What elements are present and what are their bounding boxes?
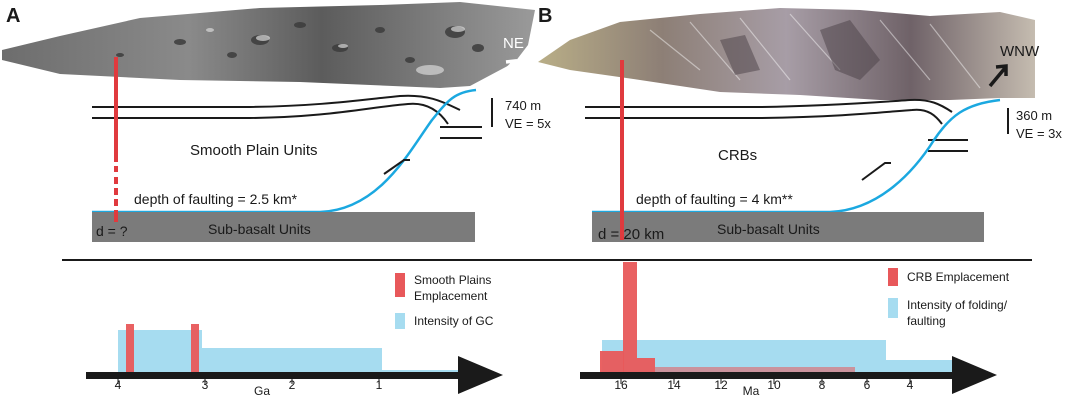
- timeline-a-intensity-bar: [196, 348, 382, 376]
- timeline-b-axis-arrowhead-icon: [952, 356, 997, 394]
- timeline-b-tick-label: 4: [907, 378, 914, 392]
- panel-a-unit-label: Smooth Plain Units: [190, 142, 318, 159]
- panel-b-letter: B: [538, 5, 552, 27]
- timeline-b-tick-label: 6: [864, 378, 871, 392]
- legend-b-intensity-swatch: [888, 298, 898, 318]
- timeline-b-emplacement-bar: [637, 358, 655, 376]
- panel-a-depth-text: depth of faulting = 2.5 km*: [134, 191, 298, 207]
- panel-a-base-unit: [92, 212, 475, 242]
- timeline-a-axis-arrowhead-icon: [458, 356, 503, 394]
- panel-a-direction-arrow-icon: [494, 59, 517, 82]
- legend-b-intensity-line2: faulting: [907, 314, 946, 328]
- timeline-b-unit-label: Ma: [743, 384, 760, 398]
- legend-b-emplacement-label: CRB Emplacement: [907, 270, 1010, 284]
- timeline-b-emplacement-bar: [623, 262, 637, 376]
- legend-b-intensity-line1: Intensity of folding/: [907, 298, 1008, 312]
- timeline-b-tick-label: 16: [614, 378, 628, 392]
- timeline-a-axis: [86, 372, 466, 379]
- timeline-a-tick-label: 2: [289, 378, 296, 392]
- panel-b-d-label: d = 20 km: [598, 226, 664, 243]
- panel-a-surface-image: [2, 2, 535, 88]
- panel-a: A NE: [2, 2, 551, 242]
- timeline-a-tick-label: 3: [202, 378, 209, 392]
- timeline-b-emplacement-bar: [655, 367, 855, 376]
- panel-b-direction-arrow-icon: [988, 64, 1008, 88]
- panel-b-fault-motion-arrow-icon: [861, 162, 891, 181]
- panel-a-base-unit-label: Sub-basalt Units: [208, 221, 311, 237]
- panel-a-fault-motion-arrow-icon: [383, 159, 410, 175]
- timeline-a-emplacement-bar: [191, 324, 199, 376]
- panel-a-direction-label: NE: [503, 35, 524, 52]
- timeline-b: CRB Emplacement Intensity of folding/ fa…: [580, 262, 1010, 398]
- timeline-a: Smooth Plains Emplacement Intensity of G…: [86, 273, 503, 398]
- panel-b-vertical-exaggeration: VE = 3x: [1016, 126, 1062, 141]
- legend-a-emplacement-line2: Emplacement: [414, 289, 488, 303]
- panel-b-direction-label: WNW: [1000, 43, 1040, 60]
- panel-b-fault-line: [592, 98, 1001, 214]
- timeline-b-tick-label: 8: [819, 378, 826, 392]
- panel-b: B WNW 360 m VE = 3x CRBs depth of fau: [538, 5, 1062, 243]
- timeline-a-unit-label: Ga: [254, 384, 270, 398]
- timeline-b-tick-label: 12: [714, 378, 728, 392]
- legend-a-emplacement-line1: Smooth Plains: [414, 273, 491, 287]
- panel-b-layers: [585, 98, 968, 152]
- panel-a-d-label: d = ?: [96, 223, 128, 239]
- panel-b-scale-height: 360 m: [1016, 108, 1052, 123]
- timeline-a-tick-label: 4: [115, 378, 122, 392]
- timeline-b-tick-label: 10: [767, 378, 781, 392]
- timeline-a-tick-marks: [117, 379, 380, 384]
- timeline-a-emplacement-bar: [126, 324, 134, 376]
- legend-b-emplacement-swatch: [888, 268, 898, 286]
- panel-a-layers: [92, 94, 482, 139]
- panel-b-surface-image: [538, 8, 1035, 100]
- panel-a-vertical-exaggeration: VE = 5x: [505, 116, 551, 131]
- panel-b-base-unit: [592, 212, 984, 242]
- panel-a-letter: A: [6, 5, 20, 27]
- legend-a-intensity-label: Intensity of GC: [414, 314, 494, 328]
- panel-b-base-unit-label: Sub-basalt Units: [717, 221, 820, 237]
- timeline-b-tick-marks: [620, 379, 911, 384]
- panel-a-scale-height: 740 m: [505, 98, 541, 113]
- timeline-a-tick-label: 1: [376, 378, 383, 392]
- legend-a-intensity-swatch: [395, 313, 405, 329]
- legend-a-emplacement-swatch: [395, 273, 405, 297]
- timeline-b-axis: [580, 372, 960, 379]
- timeline-b-emplacement-bar: [600, 351, 624, 376]
- panel-b-depth-text: depth of faulting = 4 km**: [636, 191, 793, 207]
- panel-b-unit-label: CRBs: [718, 147, 757, 164]
- panel-a-fault-line: [92, 88, 477, 214]
- timeline-b-tick-label: 14: [667, 378, 681, 392]
